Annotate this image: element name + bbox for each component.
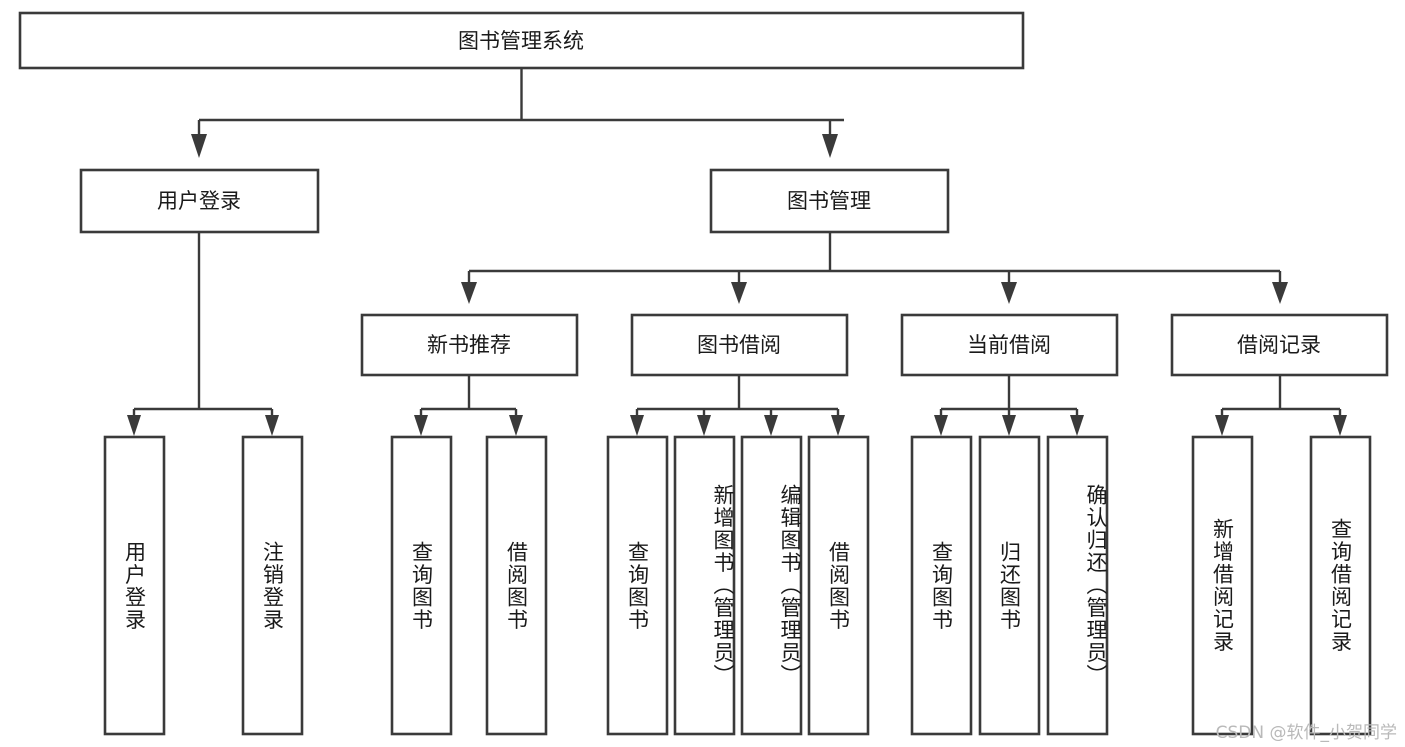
leaf-box-borrow-book-1[interactable] — [485, 435, 548, 736]
arrowhead-leaf-user-login — [127, 415, 141, 436]
node-book-borrow-box[interactable] — [630, 313, 849, 377]
arrowhead-leaf-query-record — [1333, 415, 1347, 436]
arrowhead-leaf-query-book-3 — [934, 415, 948, 436]
connector-group-root — [191, 68, 844, 158]
leaf-box-edit-book[interactable] — [740, 435, 803, 736]
node-root[interactable]: 图书管理系统 — [18, 11, 1025, 70]
arrowhead-borrow-record — [1272, 282, 1288, 304]
node-current-borrow-box[interactable] — [900, 313, 1119, 377]
arrowhead-leaf-query-book-2 — [630, 415, 644, 436]
node-user-login[interactable]: 用户登录 — [79, 168, 320, 234]
connector-group-borrow-record — [1215, 375, 1347, 436]
node-user-login-box[interactable] — [79, 168, 320, 234]
leaf-box-add-book[interactable] — [673, 435, 736, 736]
leaf-box-borrow-book-2[interactable] — [807, 435, 870, 736]
connector-group-book-borrow — [630, 375, 845, 436]
leaf-box-query-book-3[interactable] — [910, 435, 973, 736]
leaf-boxes — [103, 435, 1372, 736]
connector-group-book-manage — [461, 232, 1288, 304]
arrowhead-leaf-add-record — [1215, 415, 1229, 436]
leaf-box-user-login[interactable] — [103, 435, 166, 736]
leaf-box-query-book-2[interactable] — [606, 435, 669, 736]
leaf-box-logout[interactable] — [241, 435, 304, 736]
node-root-label: 图书管理系统 — [458, 29, 584, 53]
arrowhead-leaf-borrow-book-1 — [509, 415, 523, 436]
arrowhead-current-borrow — [1001, 282, 1017, 304]
node-borrow-record[interactable]: 借阅记录 — [1170, 313, 1389, 377]
leaf-box-return-book[interactable] — [978, 435, 1041, 736]
arrowhead-book-manage — [822, 134, 838, 158]
arrowhead-book-borrow — [731, 282, 747, 304]
arrowhead-new-book-recommend — [461, 282, 477, 304]
leaf-box-add-record[interactable] — [1191, 435, 1254, 736]
watermark-text: CSDN @软件_小贺同学 — [1215, 723, 1397, 743]
leaf-box-query-book-1[interactable] — [390, 435, 453, 736]
arrowhead-leaf-confirm-return — [1070, 415, 1084, 436]
node-borrow-record-label: 借阅记录 — [1237, 333, 1321, 357]
connector-group-new-book-recommend — [414, 375, 523, 436]
arrowhead-leaf-add-book — [697, 415, 711, 436]
arrowhead-leaf-return-book — [1002, 415, 1016, 436]
node-book-manage[interactable]: 图书管理 — [709, 168, 950, 234]
arrowhead-user-login — [191, 134, 207, 158]
node-user-login-label: 用户登录 — [157, 189, 241, 213]
leaf-box-confirm-return[interactable] — [1046, 435, 1109, 736]
node-current-borrow-label: 当前借阅 — [967, 333, 1051, 357]
connector-group-user-login — [127, 232, 279, 436]
arrowhead-leaf-logout — [265, 415, 279, 436]
node-book-manage-label: 图书管理 — [787, 189, 871, 213]
node-book-borrow-label: 图书借阅 — [697, 333, 781, 357]
node-new-book-recommend-label: 新书推荐 — [427, 333, 511, 357]
node-book-borrow[interactable]: 图书借阅 — [630, 313, 849, 377]
node-new-book-recommend-box[interactable] — [360, 313, 579, 377]
arrowhead-leaf-query-book-1 — [414, 415, 428, 436]
node-root-box[interactable] — [18, 11, 1025, 70]
arrowhead-leaf-edit-book — [764, 415, 778, 436]
node-book-manage-box[interactable] — [709, 168, 950, 234]
node-current-borrow[interactable]: 当前借阅 — [900, 313, 1119, 377]
node-borrow-record-box[interactable] — [1170, 313, 1389, 377]
leaf-box-query-record[interactable] — [1309, 435, 1372, 736]
connector-group-current-borrow — [934, 375, 1084, 436]
node-new-book-recommend[interactable]: 新书推荐 — [360, 313, 579, 377]
arrowhead-leaf-borrow-book-2 — [831, 415, 845, 436]
